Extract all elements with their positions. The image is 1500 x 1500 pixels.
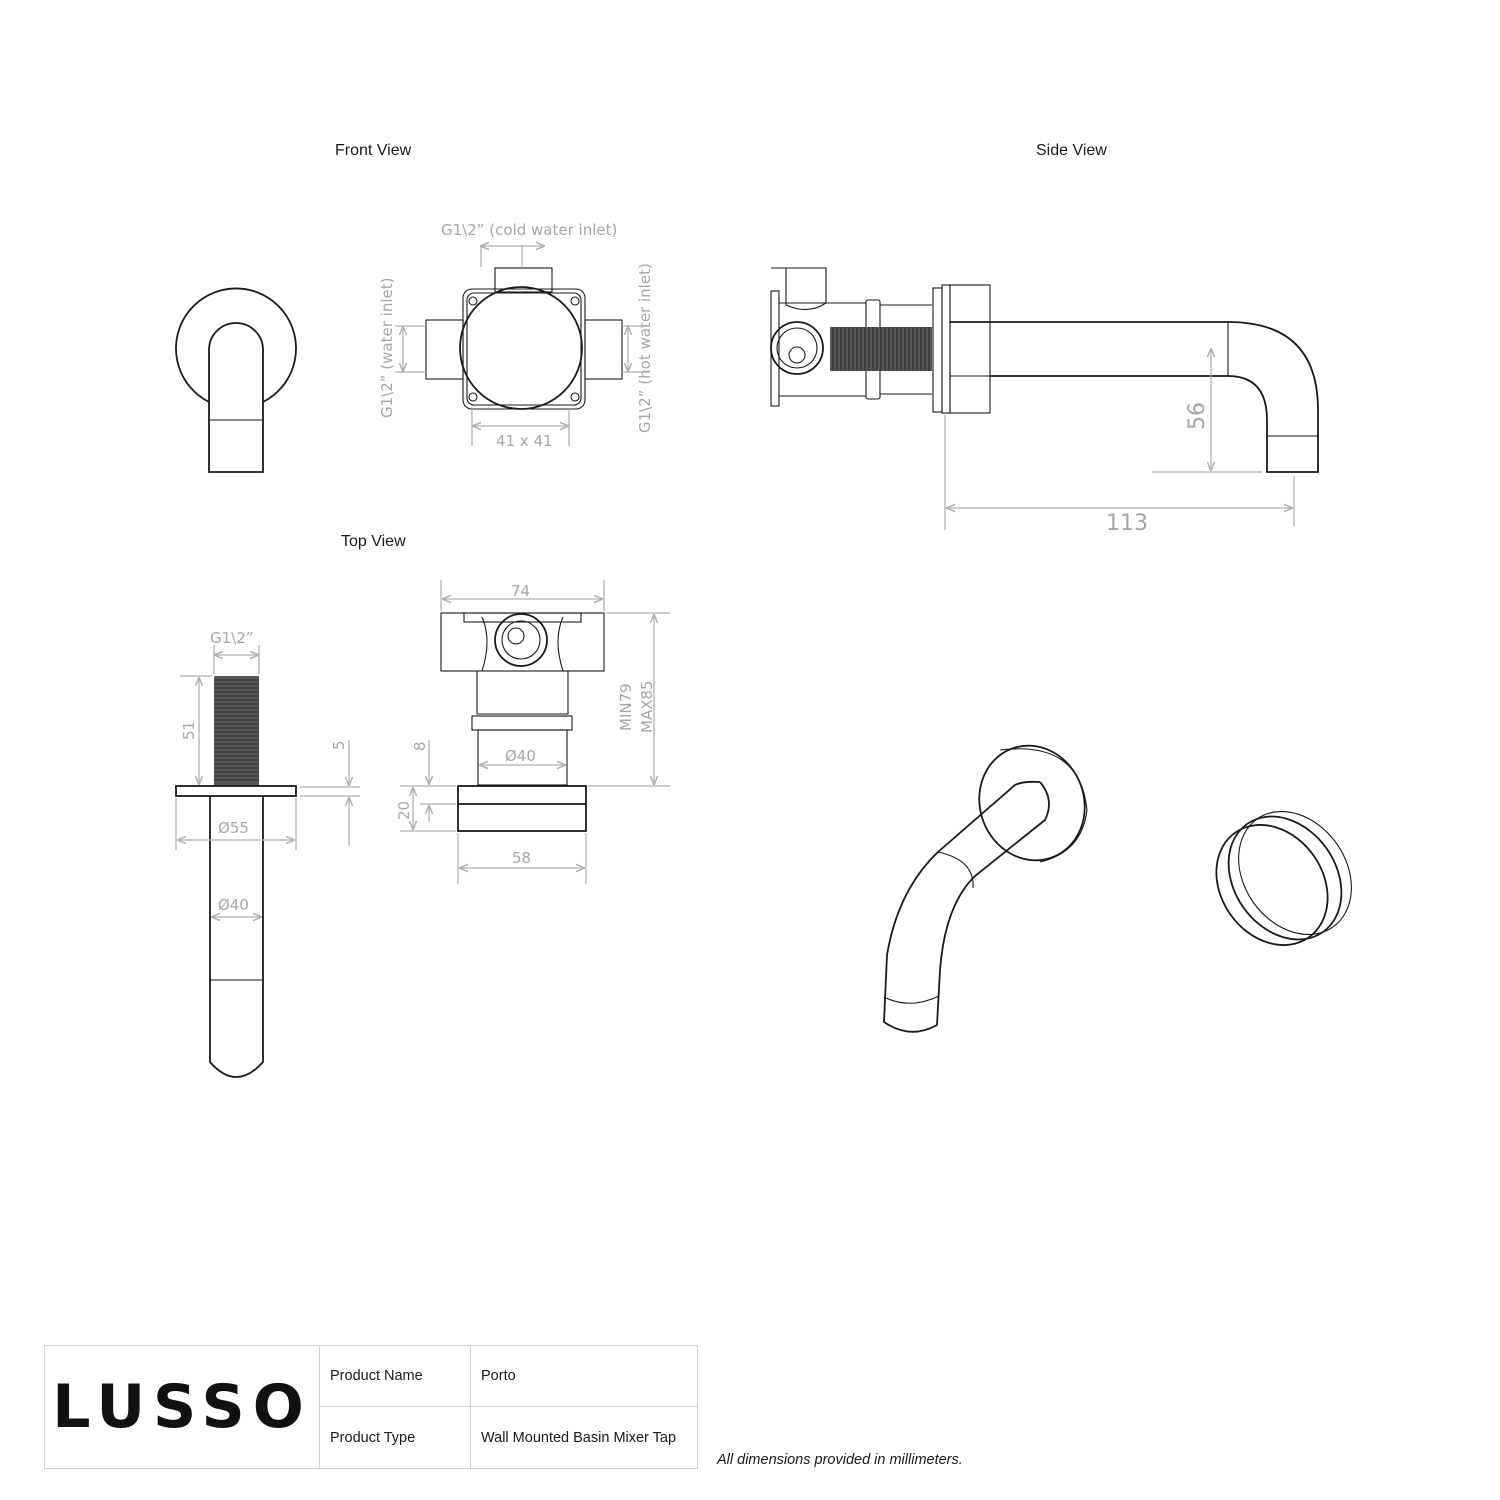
- plate-thickness-label: 5: [330, 740, 348, 750]
- product-name-value: Porto: [471, 1346, 697, 1407]
- front-view-valve: [395, 245, 650, 446]
- depth-min-label: MIN79: [617, 683, 635, 731]
- front-view-title: Front View: [335, 142, 412, 159]
- top-view-title: Top View: [341, 533, 406, 550]
- isometric-spout: [883, 744, 1088, 1033]
- spout-diameter-label: Ø40: [218, 896, 249, 914]
- front-view-spout: [175, 287, 297, 473]
- isometric-handle: [1215, 810, 1352, 946]
- thread-label: G1\2”: [210, 629, 254, 647]
- handle-height-label: 20: [395, 801, 413, 820]
- thread-length-label: 51: [180, 721, 198, 740]
- handle-width-label: 58: [512, 849, 531, 867]
- dimensions-note: All dimensions provided in millimeters.: [717, 1452, 963, 1468]
- collar-height-label: 8: [411, 741, 429, 751]
- body-size-label: 41 x 41: [496, 432, 553, 450]
- handle-diameter-label: Ø40: [505, 747, 536, 765]
- depth-max-label: MAX85: [638, 680, 656, 733]
- water-inlet-label: G1\2” (water inlet): [378, 278, 396, 418]
- product-name-label: Product Name: [320, 1346, 471, 1407]
- valve-width-label: 74: [511, 582, 530, 600]
- top-view-spout: [175, 645, 360, 1078]
- side-view-assembly: [770, 267, 1319, 530]
- side-view-title: Side View: [1036, 142, 1107, 159]
- product-type-label: Product Type: [320, 1407, 471, 1468]
- spout-projection-label: 113: [1106, 511, 1148, 536]
- top-view-valve: [400, 580, 670, 884]
- hot-inlet-label: G1\2” (hot water inlet): [636, 263, 654, 433]
- brand-logo: LUSSO: [45, 1346, 320, 1468]
- product-type-value: Wall Mounted Basin Mixer Tap: [481, 1430, 677, 1446]
- plate-diameter-label: Ø55: [218, 819, 249, 837]
- title-block: LUSSO Product Name Porto Product Type Wa…: [44, 1345, 698, 1469]
- cold-inlet-label: G1\2” (cold water inlet): [441, 221, 617, 239]
- spout-height-label: 56: [1185, 402, 1210, 430]
